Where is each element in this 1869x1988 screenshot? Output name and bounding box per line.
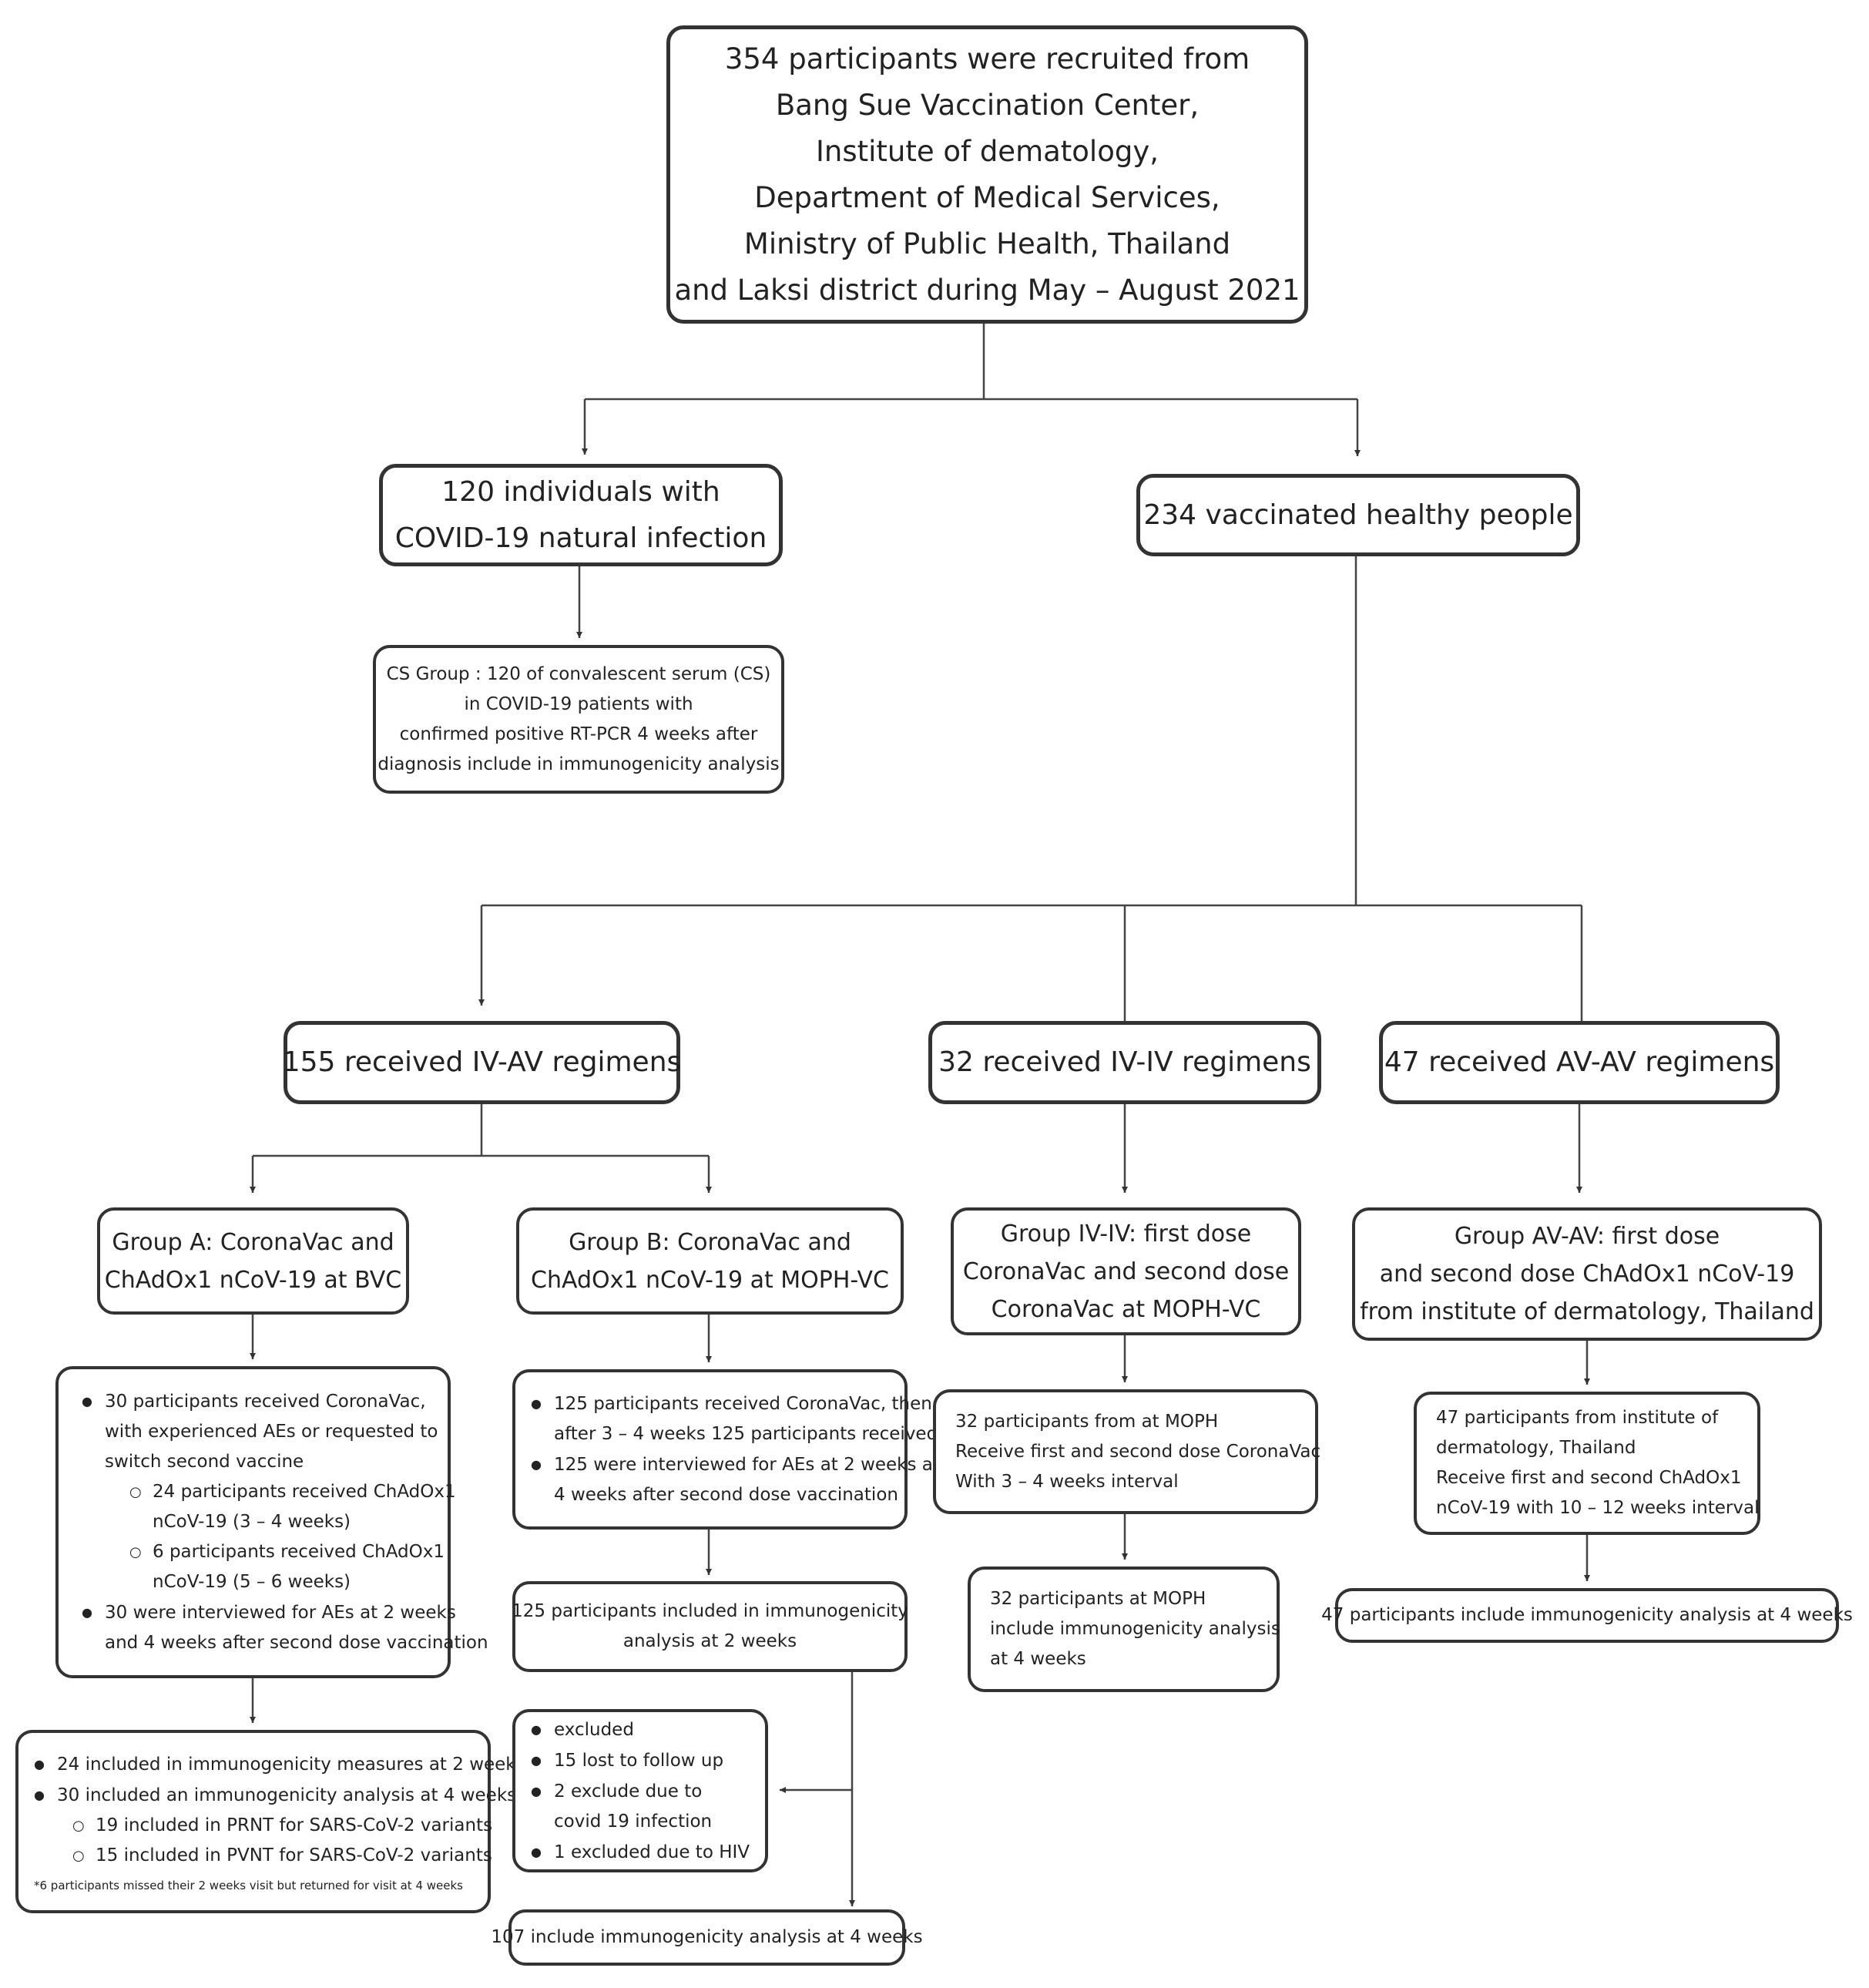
- cs-group-line: in COVID-19 patients with: [464, 693, 693, 714]
- group-b-line: Group B: CoronaVac and: [569, 1228, 851, 1256]
- group-av-details-box: 47 participants from institute of dermat…: [1414, 1392, 1760, 1535]
- group-a-detail-line: nCoV-19 (5 – 6 weeks): [153, 1572, 351, 1592]
- group-av-analysis-box: 47 participants include immunogenicity a…: [1321, 1588, 1853, 1643]
- av-av-label: 47 received AV-AV regimens: [1384, 1046, 1775, 1078]
- group-a-detail-bullet: 30 participants received CoronaVac,: [59, 1386, 448, 1417]
- group-b-analysis-2w-line: 125 participants included in immunogenic…: [512, 1601, 908, 1621]
- natural-infection-box: 120 individuals with COVID-19 natural in…: [379, 464, 783, 566]
- cs-group-line: confirmed positive RT-PCR 4 weeks after: [399, 724, 758, 744]
- group-a-result-bullet: 30 included an immunogenicity analysis a…: [18, 1780, 516, 1811]
- excluded-line: covid 19 infection: [554, 1811, 713, 1832]
- group-b-analysis-2w-box: 125 participants included in immunogenic…: [512, 1581, 908, 1672]
- group-b-excluded-box: excluded 15 lost to follow up 2 exclude …: [512, 1709, 768, 1872]
- group-iv-line: CoronaVac at MOPH-VC: [991, 1295, 1261, 1323]
- cs-group-box: CS Group : 120 of convalescent serum (CS…: [373, 645, 784, 794]
- group-b-analysis-2w-line: analysis at 2 weeks: [622, 1631, 797, 1651]
- cs-group-line: CS Group : 120 of convalescent serum (CS…: [386, 663, 771, 684]
- group-av-line: from institute of dermatology, Thailand: [1360, 1298, 1814, 1325]
- group-a-line: Group A: CoronaVac and: [112, 1228, 394, 1256]
- group-iv-detail-line: Receive first and second dose CoronaVac: [955, 1441, 1321, 1462]
- iv-av-label: 155 received IV-AV regimens: [282, 1046, 682, 1078]
- group-b-analysis-4w-label: 107 include immunogenicity analysis at 4…: [491, 1927, 923, 1947]
- group-iv-analysis-line: include immunogenicity analysis: [990, 1619, 1280, 1639]
- av-av-regimen-box: 47 received AV-AV regimens: [1379, 1021, 1780, 1104]
- group-av-line: Group AV-AV: first dose: [1454, 1223, 1720, 1250]
- excluded-bullet: 2 exclude due to: [515, 1776, 765, 1807]
- group-av-line: and second dose ChAdOx1 nCoV-19: [1379, 1261, 1795, 1288]
- group-a-detail-subbullet: 24 participants received ChAdOx1: [59, 1477, 456, 1507]
- iv-av-regimen-box: 155 received IV-AV regimens: [282, 1021, 682, 1104]
- group-b-detail-bullet: 125 participants received CoronaVac, the…: [515, 1389, 932, 1419]
- group-b-detail-line: 4 weeks after second dose vaccination: [554, 1485, 898, 1505]
- group-b-line: ChAdOx1 nCoV-19 at MOPH-VC: [531, 1266, 889, 1294]
- vaccinated-box: 234 vaccinated healthy people: [1136, 474, 1580, 556]
- group-av-analysis-label: 47 participants include immunogenicity a…: [1321, 1605, 1853, 1625]
- natural-infection-line: COVID-19 natural infection: [394, 522, 767, 554]
- group-a-result-subbullet: 15 included in PVNT for SARS-CoV-2 varia…: [18, 1841, 492, 1871]
- group-a-detail-subbullet: 6 participants received ChAdOx1: [59, 1537, 448, 1567]
- group-iv-line: CoronaVac and second dose: [962, 1258, 1290, 1285]
- group-av-detail-line: 47 participants from institute of: [1436, 1408, 1719, 1428]
- group-iv-line: Group IV-IV: first dose: [1000, 1220, 1252, 1248]
- group-a-details-box: 30 participants received CoronaVac, with…: [55, 1366, 488, 1678]
- cs-group-line: diagnosis include in immunogenicity anal…: [377, 754, 780, 774]
- iv-iv-regimen-box: 32 received IV-IV regimens: [928, 1021, 1321, 1104]
- recruitment-line: and Laksi district during May – August 2…: [674, 273, 1300, 307]
- group-a-line: ChAdOx1 nCoV-19 at BVC: [104, 1266, 402, 1294]
- natural-infection-line: 120 individuals with: [441, 475, 720, 508]
- group-av-detail-line: dermatology, Thailand: [1436, 1438, 1636, 1458]
- group-a-result-subbullet: 19 included in PRNT for SARS-CoV-2 varia…: [18, 1811, 492, 1841]
- group-a-footnote: *6 participants missed their 2 weeks vis…: [34, 1879, 463, 1892]
- excluded-bullet: excluded: [515, 1714, 765, 1745]
- group-av-box: Group AV-AV: first dose and second dose …: [1352, 1207, 1822, 1341]
- excluded-bullet: 15 lost to follow up: [515, 1745, 765, 1776]
- group-a-detail-line: nCoV-19 (3 – 4 weeks): [153, 1512, 351, 1532]
- group-a-detail-line: and 4 weeks after second dose vaccinatio…: [105, 1633, 488, 1653]
- vaccinated-label: 234 vaccinated healthy people: [1143, 499, 1573, 531]
- group-iv-detail-line: With 3 – 4 weeks interval: [955, 1471, 1179, 1492]
- recruitment-box: 354 participants were recruited from Ban…: [666, 25, 1308, 324]
- group-iv-analysis-line: 32 participants at MOPH: [990, 1589, 1206, 1609]
- group-a-results-box: 24 included in immunogenicity measures a…: [15, 1730, 534, 1913]
- group-b-analysis-4w-box: 107 include immunogenicity analysis at 4…: [491, 1909, 923, 1966]
- excluded-bullet: 1 excluded due to HIV: [515, 1837, 765, 1868]
- recruitment-line: Department of Medical Services,: [754, 180, 1220, 214]
- recruitment-line: Institute of dematology,: [815, 134, 1159, 168]
- group-a-detail-bullet: 30 were interviewed for AEs at 2 weeks: [59, 1597, 456, 1628]
- recruitment-line: 354 participants were recruited from: [724, 42, 1250, 76]
- group-av-detail-line: nCoV-19 with 10 – 12 weeks interval: [1436, 1498, 1760, 1518]
- recruitment-line: Bang Sue Vaccination Center,: [775, 88, 1200, 122]
- group-b-detail-bullet: 125 were interviewed for AEs at 2 weeks …: [515, 1449, 955, 1480]
- group-b-detail-line: after 3 – 4 weeks 125 participants recei…: [554, 1424, 938, 1444]
- group-iv-box: Group IV-IV: first dose CoronaVac and se…: [951, 1207, 1301, 1335]
- group-b-box: Group B: CoronaVac and ChAdOx1 nCoV-19 a…: [516, 1207, 904, 1315]
- group-iv-details-box: 32 participants from at MOPH Receive fir…: [933, 1389, 1321, 1514]
- group-a-result-bullet: 24 included in immunogenicity measures a…: [18, 1749, 534, 1780]
- iv-iv-label: 32 received IV-IV regimens: [938, 1046, 1311, 1078]
- group-av-detail-line: Receive first and second ChAdOx1: [1436, 1468, 1742, 1488]
- group-a-detail-line: switch second vaccine: [105, 1452, 304, 1472]
- group-a-detail-line: with experienced AEs or requested to: [105, 1422, 438, 1442]
- group-iv-detail-line: 32 participants from at MOPH: [955, 1411, 1219, 1432]
- recruitment-line: Ministry of Public Health, Thailand: [743, 227, 1231, 260]
- group-a-box: Group A: CoronaVac and ChAdOx1 nCoV-19 a…: [97, 1207, 409, 1315]
- group-b-details-box: 125 participants received CoronaVac, the…: [512, 1369, 955, 1530]
- group-iv-analysis-line: at 4 weeks: [990, 1649, 1086, 1669]
- group-iv-analysis-box: 32 participants at MOPH include immunoge…: [968, 1567, 1280, 1692]
